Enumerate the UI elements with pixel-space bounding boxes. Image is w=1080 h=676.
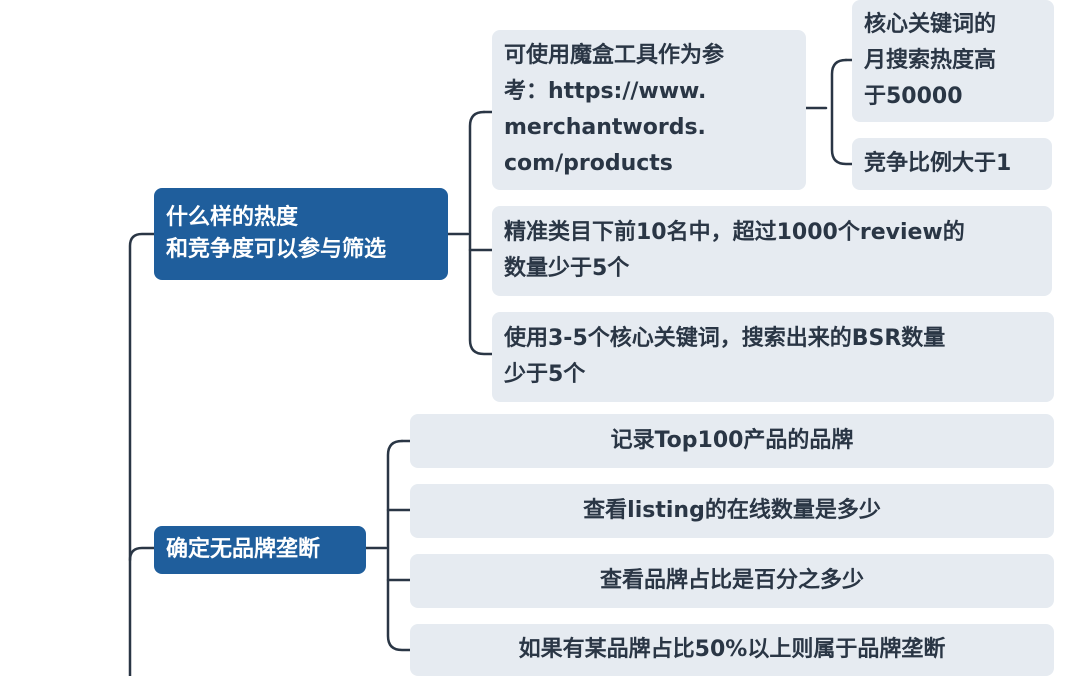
leaf-node-tool-reference[interactable]: 可使用魔盒工具作为参 考：https://www. merchantwords.… <box>492 30 806 190</box>
leaf-node-competition-ratio[interactable]: 竞争比例大于1 <box>852 138 1052 190</box>
branch-node-label: 确定无品牌垄断 <box>166 537 321 562</box>
leaf-node-record-brands[interactable]: 记录Top100产品的品牌 <box>410 414 1054 468</box>
branch-node-brand-monopoly[interactable]: 确定无品牌垄断 <box>154 526 366 574</box>
leaf-node-top10-reviews[interactable]: 精准类目下前10名中，超过1000个review的 数量少于5个 <box>492 206 1052 296</box>
leaf-node-monopoly-rule[interactable]: 如果有某品牌占比50%以上则属于品牌垄断 <box>410 624 1054 676</box>
leaf-node-label: 竞争比例大于1 <box>864 151 1012 176</box>
leaf-node-label: 查看品牌占比是百分之多少 <box>599 568 864 593</box>
leaf-node-label: 查看listing的在线数量是多少 <box>583 498 881 523</box>
leaf-node-monthly-search[interactable]: 核心关键词的 月搜索热度高 于50000 <box>852 0 1054 122</box>
connector-branch-1-bracket <box>468 110 494 356</box>
leaf-node-label: 如果有某品牌占比50%以上则属于品牌垄断 <box>518 637 946 662</box>
leaf-node-label: 核心关键词的 月搜索热度高 于50000 <box>864 12 997 109</box>
branch-node-label: 什么样的热度 和竞争度可以参与筛选 <box>166 205 387 262</box>
leaf-node-label: 精准类目下前10名中，超过1000个review的 数量少于5个 <box>504 220 965 281</box>
leaf-node-bsr-count[interactable]: 使用3-5个核心关键词，搜索出来的BSR数量 少于5个 <box>492 312 1054 402</box>
leaf-node-listing-count[interactable]: 查看listing的在线数量是多少 <box>410 484 1054 538</box>
connector-root-trunk <box>128 232 158 676</box>
leaf-node-label: 记录Top100产品的品牌 <box>610 428 854 453</box>
leaf-node-label: 使用3-5个核心关键词，搜索出来的BSR数量 少于5个 <box>504 326 946 387</box>
branch-node-heat-competition[interactable]: 什么样的热度 和竞争度可以参与筛选 <box>154 188 448 280</box>
connector-branch-2-bracket <box>386 439 412 652</box>
connector-sub-bracket <box>830 58 854 166</box>
leaf-node-label: 可使用魔盒工具作为参 考：https://www. merchantwords.… <box>504 43 725 176</box>
connector-root-branch-2 <box>128 546 158 562</box>
leaf-node-brand-share[interactable]: 查看品牌占比是百分之多少 <box>410 554 1054 608</box>
